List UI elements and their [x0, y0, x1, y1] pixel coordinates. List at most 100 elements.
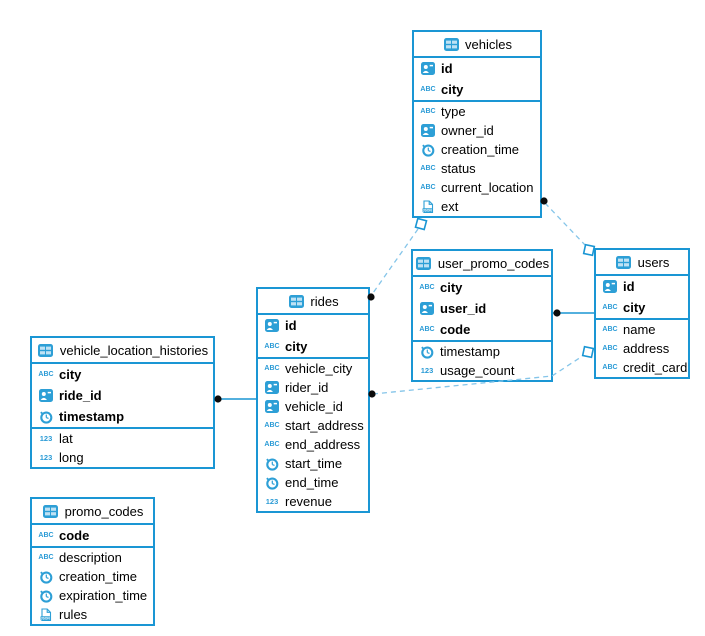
column-row-start_time[interactable]: start_time [258, 454, 368, 473]
column-label: id [285, 318, 297, 333]
text-icon: ABC [264, 365, 280, 372]
relationship-square-marker-rides-vehicles [414, 217, 428, 231]
text-icon: ABC [419, 284, 435, 291]
entity-header[interactable]: user_promo_codes [413, 251, 551, 277]
column-row-timestamp[interactable]: timestamp [413, 342, 551, 361]
text-icon: ABC [602, 304, 618, 311]
column-row-id[interactable]: id [596, 276, 688, 297]
text-icon: ABC [264, 422, 280, 429]
entity-header[interactable]: rides [258, 289, 368, 315]
column-label: rider_id [285, 380, 329, 395]
column-label: usage_count [440, 363, 515, 378]
column-row-timestamp[interactable]: timestamp [32, 406, 213, 427]
column-row-creation_time[interactable]: creation_time [32, 567, 153, 586]
clock-icon [37, 410, 55, 424]
column-row-owner_id[interactable]: owner_id [414, 121, 540, 140]
column-row-code[interactable]: ABC code [32, 525, 153, 546]
column-row-user_id[interactable]: user_id [413, 298, 551, 319]
entity-header[interactable]: promo_codes [32, 499, 153, 525]
clock-icon [418, 345, 436, 359]
column-label: vehicle_city [285, 361, 353, 376]
entity-header[interactable]: vehicle_location_histories [32, 338, 213, 364]
column-label: code [59, 528, 90, 543]
clock-icon [37, 589, 55, 603]
relationship-dot-marker-vehicle_location_histories-rides [214, 395, 222, 403]
column-label: expiration_time [59, 588, 148, 603]
entity-header[interactable]: users [596, 250, 688, 276]
table-icon [442, 37, 460, 51]
table-icon [415, 256, 433, 270]
column-label: start_address [285, 418, 364, 433]
json-icon: JSON [419, 199, 437, 214]
column-row-vehicle_id[interactable]: vehicle_id [258, 397, 368, 416]
text-icon: ABC [38, 532, 54, 539]
column-row-vehicle_city[interactable]: ABC vehicle_city [258, 359, 368, 378]
id-badge-icon [601, 280, 619, 293]
column-label: end_address [285, 437, 361, 452]
column-row-start_address[interactable]: ABC start_address [258, 416, 368, 435]
column-label: timestamp [440, 344, 500, 359]
column-row-long[interactable]: 123 long [32, 448, 213, 467]
column-row-ride_id[interactable]: ride_id [32, 385, 213, 406]
relationship-square-marker-rides-users [581, 345, 595, 359]
relationship-line-vehicles-users [544, 202, 586, 246]
entity-header[interactable]: vehicles [414, 32, 540, 58]
table-icon [615, 255, 633, 269]
entity-title: vehicles [465, 36, 512, 52]
column-row-end_time[interactable]: end_time [258, 473, 368, 492]
column-label: credit_card [623, 360, 688, 375]
column-row-creation_time[interactable]: creation_time [414, 140, 540, 159]
id-badge-icon [263, 319, 281, 332]
text-icon: ABC [420, 184, 436, 191]
id-badge-icon [263, 381, 281, 394]
text-icon: ABC [264, 343, 280, 350]
column-label: ride_id [59, 388, 102, 403]
column-row-id[interactable]: id [258, 315, 368, 336]
column-row-city[interactable]: ABC city [413, 277, 551, 298]
column-label: end_time [285, 475, 339, 490]
column-label: code [440, 322, 471, 337]
relationship-square-marker-vehicles-users [582, 243, 596, 257]
entity-title: users [637, 254, 670, 270]
column-label: city [440, 280, 463, 295]
id-badge-icon [419, 124, 437, 137]
text-icon: ABC [38, 371, 54, 378]
column-label: long [59, 450, 84, 465]
column-label: start_time [285, 456, 343, 471]
number-icon: 123 [39, 433, 53, 443]
text-icon: ABC [38, 554, 54, 561]
column-row-id[interactable]: id [414, 58, 540, 79]
column-row-rider_id[interactable]: rider_id [258, 378, 368, 397]
column-row-expiration_time[interactable]: expiration_time [32, 586, 153, 605]
number-icon: 123 [39, 452, 53, 462]
